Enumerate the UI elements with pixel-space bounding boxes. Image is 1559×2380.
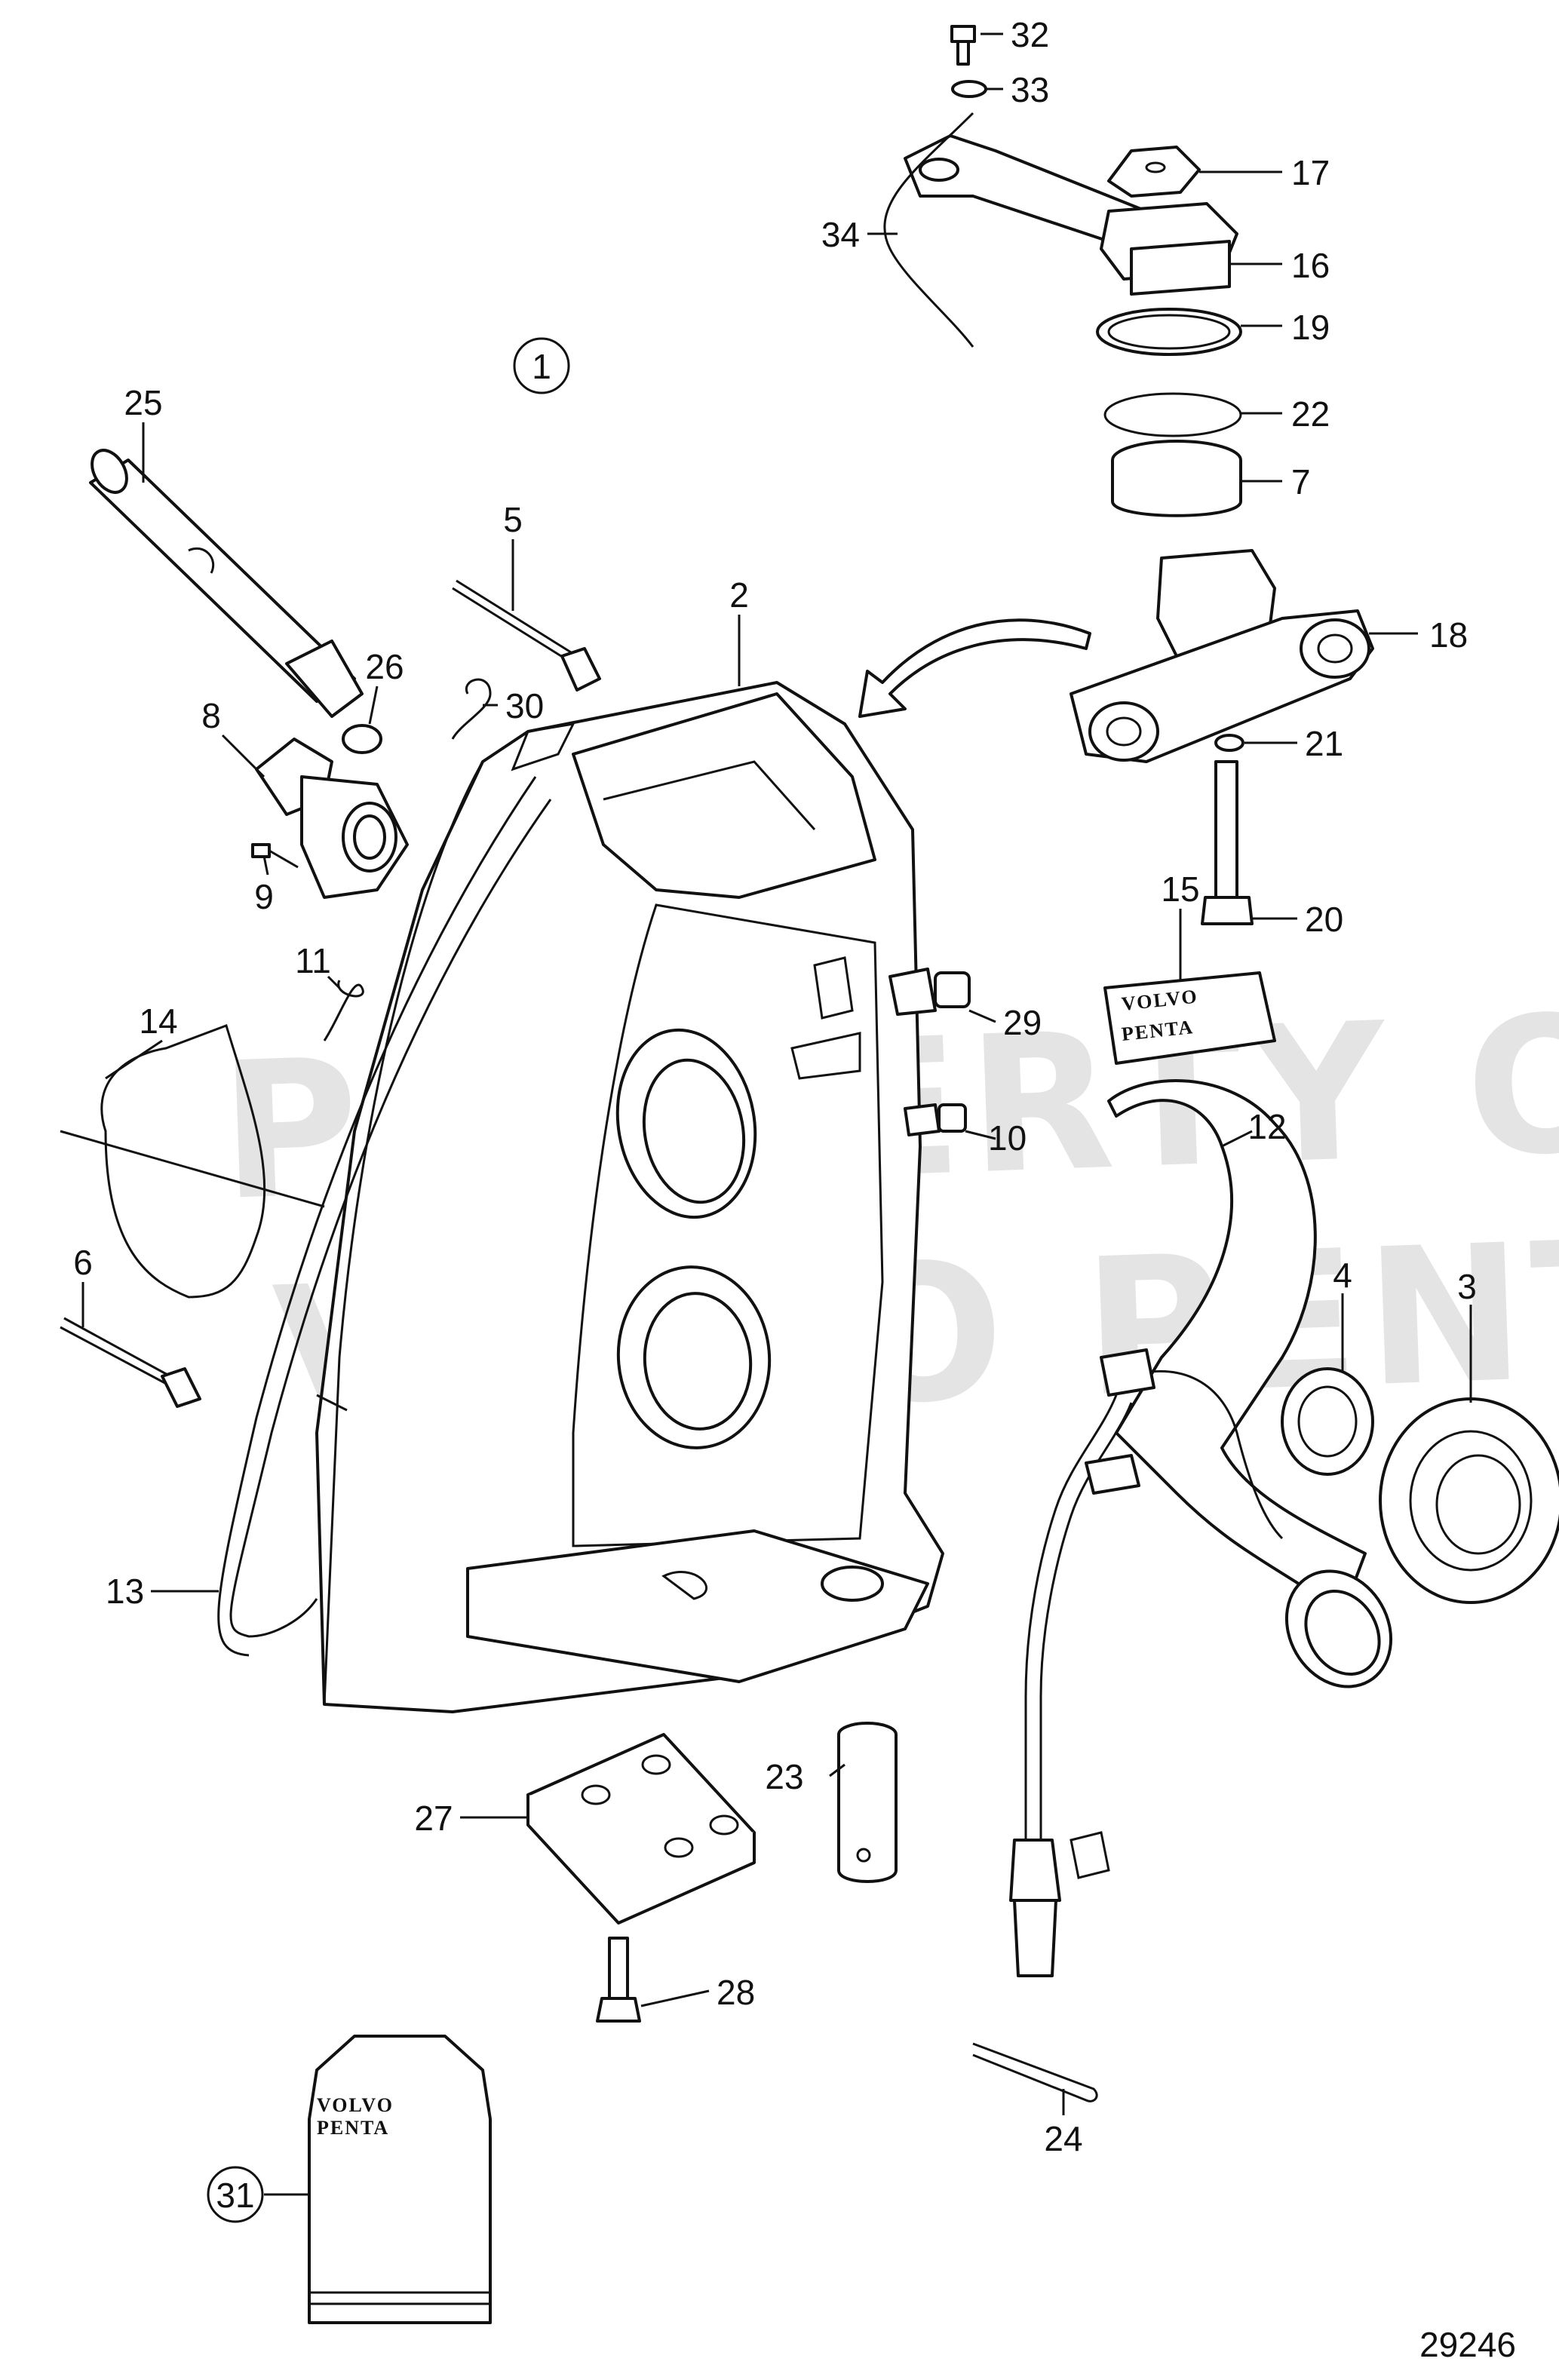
sensor-harness [1009, 1348, 1284, 1977]
label-12: 12 [1248, 1107, 1286, 1146]
seal-ring [1096, 308, 1242, 356]
oil-seal [1281, 1367, 1374, 1476]
label-13: 13 [106, 1572, 144, 1611]
bolt [950, 25, 976, 66]
kit-bag-brand-line1: VOLVO [317, 2094, 394, 2116]
label-28: 28 [717, 1973, 755, 2012]
label-23: 23 [765, 1757, 803, 1796]
label-10: 10 [988, 1118, 1027, 1158]
label-30: 30 [505, 686, 544, 725]
brand-decal: VOLVO PENTA [1103, 971, 1276, 1065]
label-33: 33 [1011, 70, 1049, 109]
clamp [323, 980, 364, 1041]
label-19: 19 [1291, 308, 1330, 347]
washer [951, 80, 987, 98]
steering-arm [904, 134, 1238, 296]
stud [452, 579, 601, 692]
label-31: 31 [216, 2176, 254, 2215]
label-16: 16 [1291, 246, 1330, 285]
bolt [596, 1937, 641, 2023]
part-labels: 1 2 3 4 5 6 7 8 9 10 11 12 13 14 15 16 1… [73, 15, 1477, 2223]
pivot-pin [837, 1722, 898, 1883]
kit-bag-brand-line2: PENTA [317, 2117, 389, 2139]
bearing [1379, 1397, 1559, 1604]
anode-plate [526, 1733, 756, 1925]
exhaust-hose [1107, 1079, 1393, 1688]
label-1: 1 [532, 347, 551, 386]
kit-circle [207, 2166, 264, 2223]
steering-yoke [1070, 549, 1374, 763]
label-14: 14 [139, 1001, 177, 1041]
label-18: 18 [1429, 615, 1468, 655]
water-pipe [89, 449, 364, 718]
label-25: 25 [124, 383, 162, 422]
diagram-number: 29246 [1419, 2325, 1516, 2364]
parts-kit-bag: VOLVO PENTA [308, 2035, 492, 2324]
label-22: 22 [1291, 394, 1330, 434]
rubber-seal-frame [217, 776, 552, 1657]
clamp [451, 678, 492, 740]
label-20: 20 [1305, 900, 1343, 939]
bolt [251, 843, 299, 869]
label-5: 5 [503, 500, 523, 539]
label-8: 8 [201, 696, 221, 735]
label-9: 9 [254, 877, 274, 916]
nut [1107, 146, 1201, 198]
label-15: 15 [1161, 869, 1199, 909]
assembly-circle [513, 337, 570, 394]
cotter-pin [972, 2042, 1098, 2102]
plug [888, 968, 971, 1016]
label-21: 21 [1305, 724, 1343, 763]
leader-lines [60, 32, 1472, 2196]
label-34: 34 [821, 215, 860, 254]
washer [1214, 734, 1244, 752]
sensor-wire [883, 112, 974, 348]
label-4: 4 [1333, 1256, 1352, 1295]
label-24: 24 [1044, 2119, 1082, 2158]
stud [60, 1317, 201, 1408]
intermediate-housing [315, 681, 944, 1713]
label-2: 2 [729, 575, 749, 615]
seal-ring-inner [1107, 314, 1231, 350]
label-7: 7 [1291, 462, 1311, 501]
label-17: 17 [1291, 153, 1330, 192]
water-outlet-elbow [255, 738, 409, 899]
label-29: 29 [1003, 1003, 1042, 1042]
circlip [1103, 392, 1242, 437]
label-26: 26 [365, 647, 404, 686]
label-3: 3 [1457, 1267, 1477, 1306]
label-6: 6 [73, 1243, 93, 1282]
bushing [1111, 440, 1242, 517]
label-27: 27 [414, 1799, 453, 1838]
o-ring [342, 724, 382, 754]
plug [904, 1103, 967, 1136]
label-11: 11 [295, 941, 331, 980]
label-32: 32 [1011, 15, 1049, 54]
direction-arrow [858, 618, 1091, 718]
bolt [1201, 760, 1254, 925]
